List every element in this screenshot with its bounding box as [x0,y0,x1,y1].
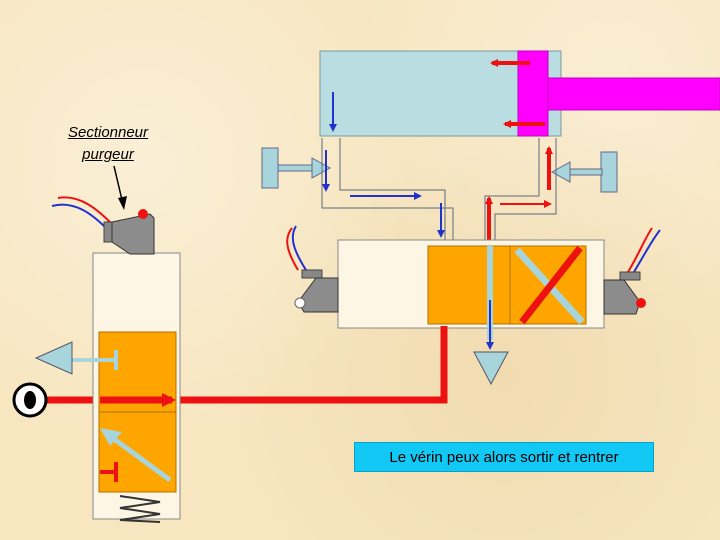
sectionneur-solenoid-cap [103,221,113,243]
left-flow-regulator [261,147,332,189]
sectionneur-pointer-arrow [113,165,123,201]
sectionneur-pointer-arrowhead [118,196,127,210]
left-solenoid-body [297,277,339,313]
cylinder [319,50,720,137]
main-valve [337,239,605,386]
piston [517,50,549,137]
right-solenoid-cap [619,271,641,281]
sectionneur-wire-red [57,196,113,225]
sectionneur-purge-path [108,433,172,483]
pipe-right-inner [484,138,540,246]
left-solenoid-wire-red [286,227,299,271]
right-solenoid [603,227,661,315]
sectionneur-label-line1: Sectionneur [67,124,149,141]
right-solenoid-wire-blue [633,229,661,273]
caption-text: Le vérin peux alors sortir et rentrer [389,448,619,466]
air-supply-center [24,391,36,409]
left-solenoid [286,225,339,313]
pipe-left-outer [321,138,454,246]
sectionneur-purge-arrowhead [100,428,122,446]
sectionneur-valve [34,252,181,523]
main-valve-left-position [427,245,511,325]
pipe-left-inner [339,138,446,246]
right-regulator-cone [550,161,571,183]
pipe-right-outer [494,138,557,246]
sectionneur-solenoid-indicator [138,209,148,219]
right-solenoid-wire-red [627,227,653,273]
right-regulator-knob [600,151,618,193]
piston-rod [547,77,720,111]
exhaust-triangle [473,351,509,386]
sectionneur-solenoid [51,196,155,255]
sectionneur-wire-blue [51,203,107,229]
right-regulator-stem [567,168,603,176]
pipes [321,138,557,246]
right-flow-regulator [550,151,618,193]
right-solenoid-body [603,279,641,315]
left-regulator-stem [277,164,315,172]
left-solenoid-wire-blue [291,225,307,271]
left-solenoid-cap [301,269,323,279]
sectionneur-spring [119,495,161,523]
right-solenoid-indicator [636,298,646,308]
sectionneur-exhaust-triangle [34,341,73,375]
left-solenoid-indicator [294,297,306,309]
left-regulator-knob [261,147,279,189]
sectionneur-label: Sectionneur purgeur [40,122,176,166]
air-supply-source [12,382,48,418]
caption-box: Le vérin peux alors sortir et rentrer [354,442,654,472]
main-valve-crossed-path-red [519,245,583,325]
sectionneur-label-line2: purgeur [82,146,134,163]
sectionneur-lower-position [98,411,177,493]
sectionneur-solenoid-body [111,213,155,255]
left-regulator-cone [311,157,332,179]
